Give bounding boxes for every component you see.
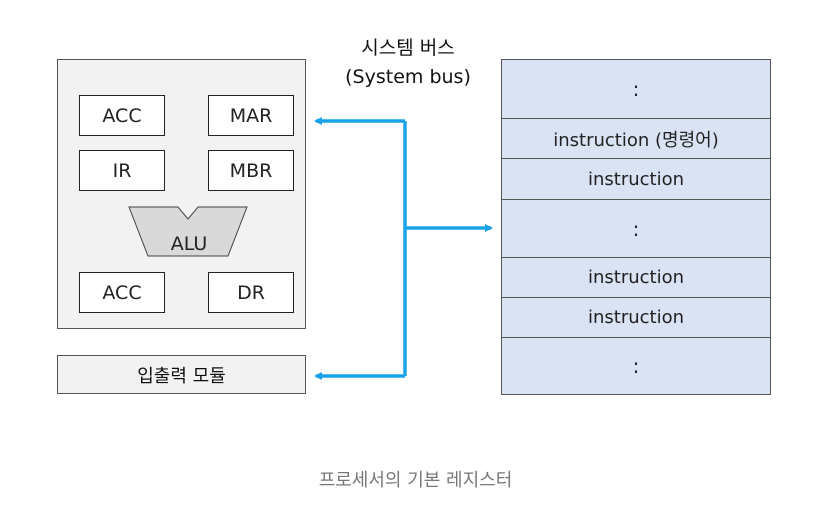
register-acc-bottom: ACC: [79, 272, 165, 313]
memory-cell-instruction: instruction: [502, 158, 770, 199]
memory-cell-ellipsis-top: :: [632, 77, 640, 101]
alu-shape: ALU: [128, 206, 248, 257]
io-module-label: 입출력 모듈: [137, 365, 226, 387]
system-bus-title-korean: 시스템 버스: [361, 37, 455, 59]
system-bus-title-english: (System bus): [345, 66, 471, 88]
memory-cell-instruction: instruction: [502, 297, 770, 337]
figure-caption: 프로세서의 기본 레지스터: [318, 470, 513, 491]
memory-cell-ellipsis-middle: :: [502, 199, 770, 257]
register-dr: DR: [208, 272, 294, 313]
memory-cell-instruction: instruction: [502, 257, 770, 297]
memory-block: : instruction (명령어) instruction : instru…: [501, 59, 771, 395]
memory-cell-ellipsis-bottom: :: [502, 337, 770, 394]
io-module: 입출력 모듈: [57, 355, 306, 394]
system-bus-title: 시스템 버스 (System bus): [318, 34, 498, 92]
processor-block: ACC MAR IR MBR ALU ACC DR: [57, 59, 306, 329]
register-acc-top: ACC: [79, 95, 165, 136]
memory-cell-instruction-named: instruction (명령어): [502, 118, 770, 158]
alu-label: ALU: [171, 233, 208, 255]
register-ir: IR: [79, 150, 165, 191]
register-mbr: MBR: [208, 150, 294, 191]
register-mar: MAR: [208, 95, 294, 136]
